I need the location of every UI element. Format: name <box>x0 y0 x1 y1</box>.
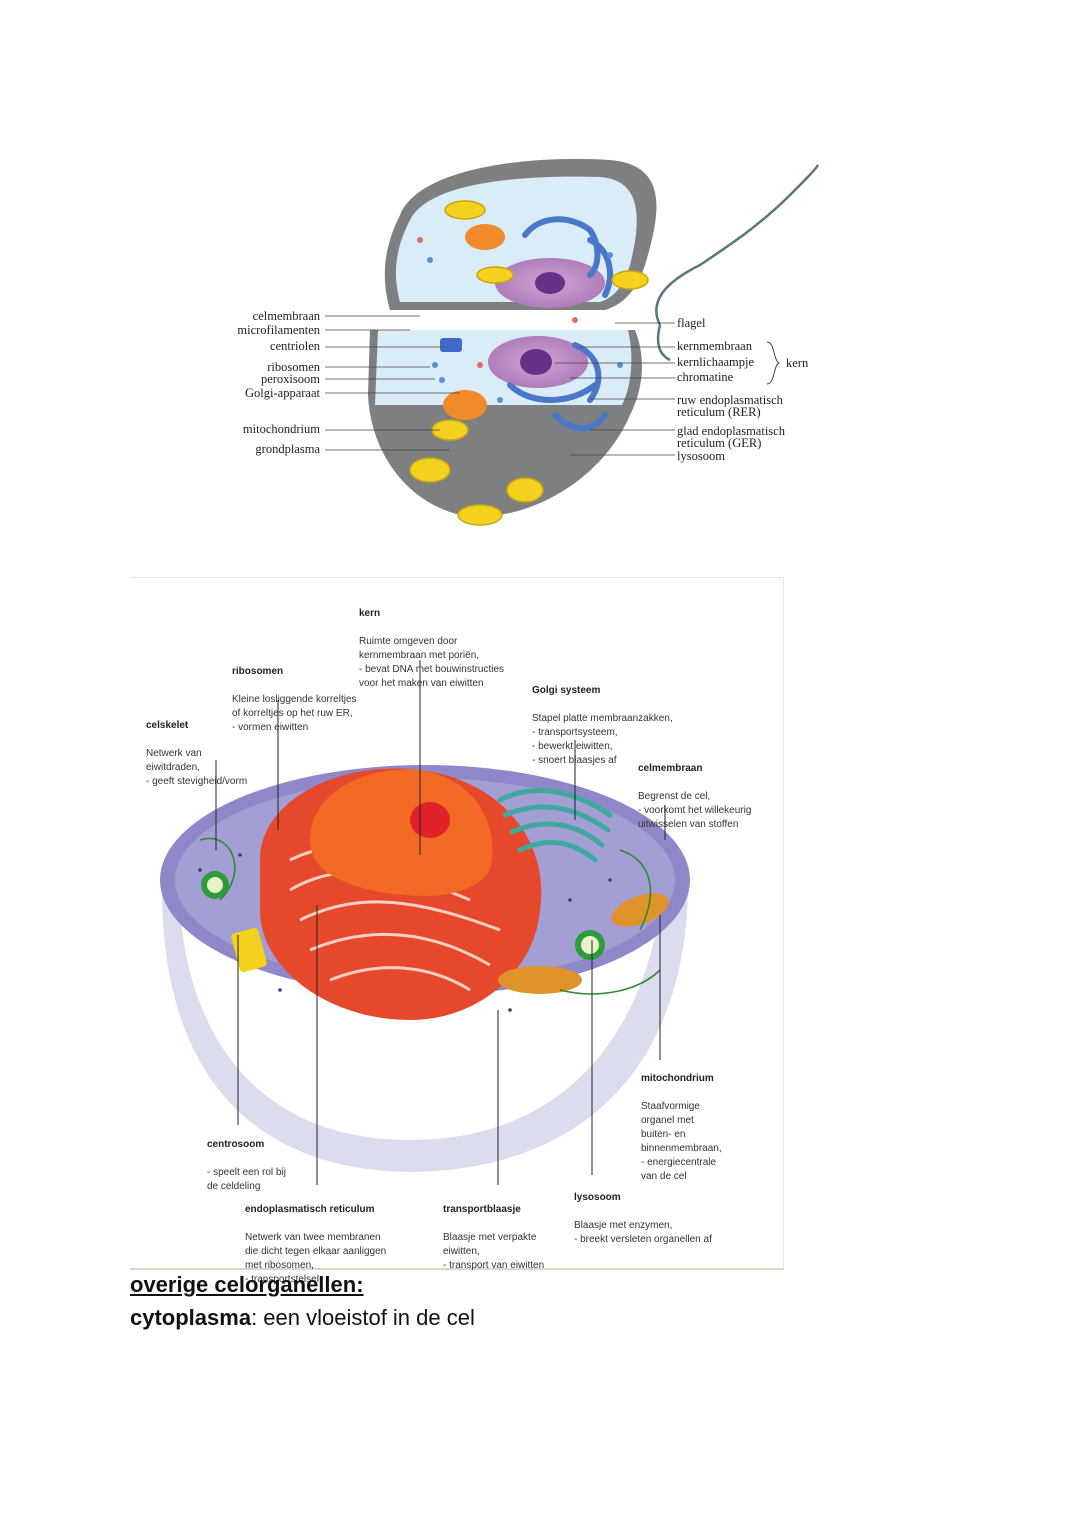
kern-brace <box>765 340 785 386</box>
term-cytoplasma: cytoplasma <box>130 1305 251 1330</box>
block-er-title: endoplasmatisch reticulum <box>245 1203 386 1217</box>
block-celskelet-body: Netwerk van eiwitdraden, - geeft stevigh… <box>146 748 247 787</box>
label-chromatine: chromatine <box>677 371 733 384</box>
block-transportblaasje-body: Blaasje met verpakte eiwitten, - transpo… <box>443 1232 544 1271</box>
block-golgi-title: Golgi systeem <box>532 684 673 698</box>
block-lysosoom: lysosoom Blaasje met enzymen, - breekt v… <box>574 1177 712 1247</box>
block-celskelet: celskelet Netwerk van eiwitdraden, - gee… <box>146 705 247 789</box>
label-grondplasma: grondplasma <box>255 443 320 456</box>
block-mitochondrium-body: Staafvormige organel met buiten- en binn… <box>641 1101 722 1182</box>
block-celmembraan-body: Begrenst de cel, - voorkomt het willekeu… <box>638 791 751 830</box>
block-kern-body: Ruimte omgeven door kernmembraan met por… <box>359 636 504 689</box>
label-lysosoom: lysosoom <box>677 450 725 463</box>
block-ribosomen-body: Kleine losliggende korreltjes of korrelt… <box>232 694 357 733</box>
label-kernmembraan: kernmembraan <box>677 340 752 353</box>
label-kernlichaampje: kernlichaampje <box>677 356 754 369</box>
block-celmembraan: celmembraan Begrenst de cel, - voorkomt … <box>638 748 751 832</box>
block-transportblaasje: transportblaasje Blaasje met verpakte ei… <box>443 1189 544 1273</box>
label-celmembraan: celmembraan <box>253 310 320 323</box>
paragraph-cytoplasma: cytoplasma: een vloeistof in de cel <box>130 1305 475 1331</box>
definition-cytoplasma: : een vloeistof in de cel <box>251 1305 475 1330</box>
block-mitochondrium-title: mitochondrium <box>641 1072 722 1086</box>
top-leader-lines <box>320 310 700 460</box>
label-golgi-apparaat: Golgi-apparaat <box>245 387 320 400</box>
label-centriolen: centriolen <box>270 340 320 353</box>
block-mitochondrium: mitochondrium Staafvormige organel met b… <box>641 1058 722 1184</box>
block-kern-title: kern <box>359 607 504 621</box>
block-ribosomen-title: ribosomen <box>232 665 357 679</box>
block-lysosoom-body: Blaasje met enzymen, - breekt versleten … <box>574 1220 712 1245</box>
block-transportblaasje-title: transportblaasje <box>443 1203 544 1217</box>
block-kern: kern Ruimte omgeven door kernmembraan me… <box>359 593 504 691</box>
block-centrosoom: centrosoom - speelt een rol bij de celde… <box>207 1124 286 1194</box>
label-peroxisoom: peroxisoom <box>261 373 320 386</box>
label-microfilamenten: microfilamenten <box>237 324 320 337</box>
label-rer-line2: reticulum (RER) <box>677 406 761 419</box>
flagel-shape <box>656 165 818 325</box>
label-flagel: flagel <box>677 317 705 330</box>
block-lysosoom-title: lysosoom <box>574 1191 712 1205</box>
label-mitochondrium: mitochondrium <box>243 423 320 436</box>
block-celmembraan-title: celmembraan <box>638 762 751 776</box>
heading-overige-celorganellen: overige celorganellen: <box>130 1272 364 1298</box>
block-celskelet-title: celskelet <box>146 719 247 733</box>
block-ribosomen: ribosomen Kleine losliggende korreltjes … <box>232 651 357 735</box>
label-kern: kern <box>786 357 808 370</box>
block-centrosoom-title: centrosoom <box>207 1138 286 1152</box>
